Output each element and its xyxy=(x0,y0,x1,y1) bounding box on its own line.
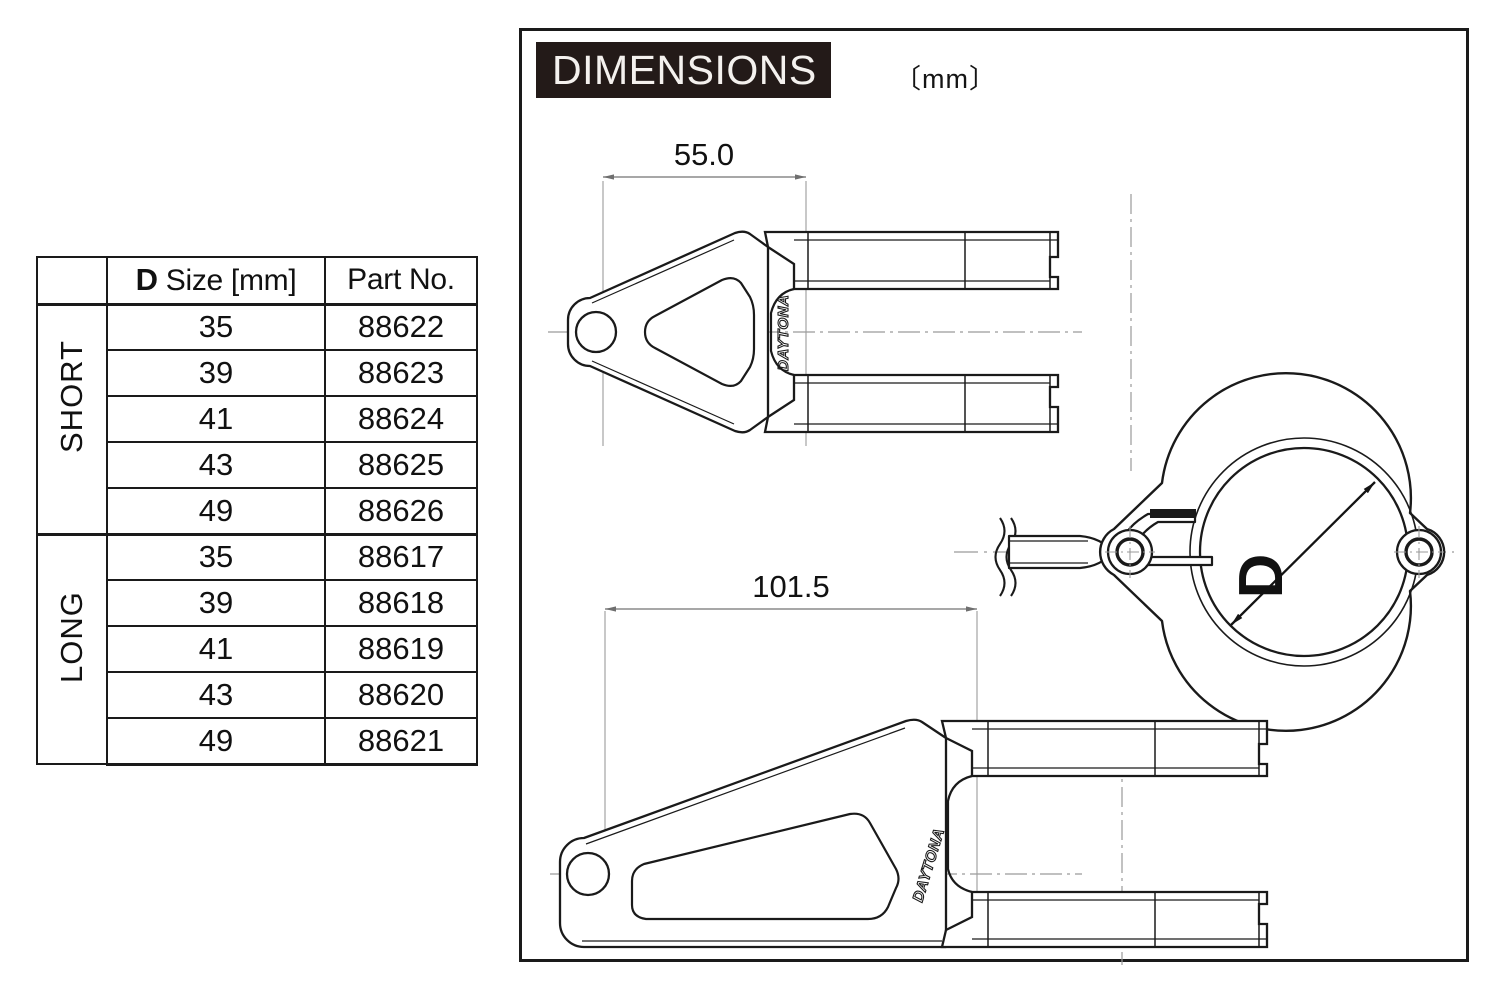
cell-size: 35 xyxy=(106,302,326,351)
group-label-long-text: LONG xyxy=(54,591,89,684)
table-row: 41 88619 xyxy=(37,625,478,673)
parts-table-element: D Size [mm] Part No. SHORT 35 88622 39 8… xyxy=(36,256,478,766)
dimensions-banner-title: DIMENSIONS xyxy=(552,46,817,93)
cell-part: 88623 xyxy=(324,349,478,397)
short-bracket-upper-arm xyxy=(763,230,1060,291)
long-bracket-cutout xyxy=(630,812,900,921)
long-bracket-lower-arm xyxy=(940,890,1269,949)
table-row: 49 88626 xyxy=(37,487,478,535)
table-header: D Size [mm] Part No. xyxy=(36,256,478,305)
cell-part: 88621 xyxy=(324,717,478,766)
short-bracket-drawing: 55.0 DAYTONA xyxy=(548,137,1132,471)
long-bracket-upper-arm xyxy=(940,719,1269,778)
table-row: 39 88618 xyxy=(37,579,478,627)
cell-size: 43 xyxy=(106,671,326,719)
table-row: LONG 35 88617 xyxy=(36,532,478,765)
header-group-blank xyxy=(36,256,108,305)
short-bracket-cutout xyxy=(643,276,756,388)
table-row: SHORT 35 88622 xyxy=(36,302,478,535)
cell-part: 88624 xyxy=(324,395,478,443)
cell-size: 39 xyxy=(106,579,326,627)
cell-size: 41 xyxy=(106,395,326,443)
cell-size: 49 xyxy=(106,487,326,535)
header-size-d: D xyxy=(135,262,158,298)
cell-part: 88626 xyxy=(324,487,478,535)
table-row: 39 88623 xyxy=(37,349,478,397)
table-row: 43 88620 xyxy=(37,671,478,719)
cell-size: 49 xyxy=(106,717,326,766)
cell-part: 88622 xyxy=(324,302,478,351)
group-label-short-text: SHORT xyxy=(54,340,89,453)
dimensions-panel: DIMENSIONS 〔mm〕 xyxy=(519,28,1469,965)
cell-size: 39 xyxy=(106,349,326,397)
dimension-55-label: 55.0 xyxy=(674,137,734,172)
cell-size: 35 xyxy=(106,532,326,581)
dimensions-banner: DIMENSIONS xyxy=(536,42,831,98)
table-row: 41 88624 xyxy=(37,395,478,443)
clamp-arm xyxy=(1007,534,1114,570)
group-label-short: SHORT xyxy=(36,302,108,535)
cell-part: 88619 xyxy=(324,625,478,673)
long-bracket-bolt-hole xyxy=(565,851,611,897)
header-size-rest: Size [mm] xyxy=(157,264,297,298)
cell-part: 88620 xyxy=(324,671,478,719)
parts-table: D Size [mm] Part No. SHORT 35 88622 39 8… xyxy=(36,256,478,766)
clamp-diameter-arrow xyxy=(1230,481,1376,626)
long-bracket-drawing: 101.5 DAYTONA xyxy=(550,569,1269,965)
cell-part: 88625 xyxy=(324,441,478,489)
short-bracket-bolt-hole xyxy=(574,310,618,354)
technical-drawing-canvas: 55.0 DAYTONA xyxy=(548,137,1454,965)
short-bracket-brand-text: DAYTONA xyxy=(775,295,792,371)
table-header-row: D Size [mm] Part No. xyxy=(36,256,478,305)
dimension-101-5-label: 101.5 xyxy=(752,569,830,604)
cell-part: 88618 xyxy=(324,579,478,627)
cell-size: 43 xyxy=(106,441,326,489)
clamp-diameter-label: D xyxy=(1227,554,1296,599)
header-part-no: Part No. xyxy=(324,256,478,305)
short-bracket-fork-fillets xyxy=(769,287,795,377)
arm-break-symbol xyxy=(994,517,1017,597)
clamp-drawing: D xyxy=(954,371,1454,733)
cell-part: 88617 xyxy=(324,532,478,581)
header-size: D Size [mm] xyxy=(106,256,326,305)
short-bracket-body-inner-edge xyxy=(591,239,735,425)
clamp-lug-cap xyxy=(1150,509,1196,518)
short-bracket-lower-arm xyxy=(763,373,1060,434)
long-bracket-body-inner-edge xyxy=(582,727,942,942)
table-row: 43 88625 xyxy=(37,441,478,489)
cell-size: 41 xyxy=(106,625,326,673)
long-bracket-fork-fillets xyxy=(946,774,973,894)
group-label-long: LONG xyxy=(36,532,108,765)
table-body: SHORT 35 88622 39 88623 41 88624 43 8862… xyxy=(36,302,478,766)
table-row: 49 88621 xyxy=(37,717,478,766)
dimensions-unit-label: 〔mm〕 xyxy=(894,64,997,94)
